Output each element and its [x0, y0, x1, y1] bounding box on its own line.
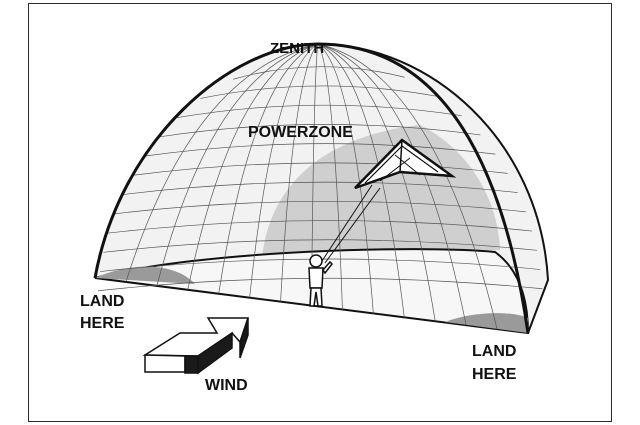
latitude-line — [233, 66, 405, 80]
wind-arrow-icon — [142, 317, 250, 375]
kite-icon — [354, 138, 457, 190]
powerzone-label: POWERZONE — [248, 124, 353, 141]
longitude-line — [317, 43, 374, 314]
latitude-line — [158, 124, 481, 138]
landing-zone-right — [445, 313, 528, 333]
latitude-line — [177, 104, 462, 119]
longitude-line — [156, 43, 319, 286]
landing-zone-left — [95, 266, 195, 284]
latitude-line — [144, 143, 496, 157]
longitude-line — [317, 43, 436, 322]
kite-flyer-figure — [308, 254, 333, 307]
latitude-line — [114, 200, 526, 215]
kite-line-1 — [321, 184, 373, 262]
longitude-line — [317, 43, 405, 318]
latitude-line — [103, 239, 537, 253]
longitude-line — [317, 43, 498, 330]
longitude-line — [317, 43, 343, 310]
latitude-line — [108, 220, 533, 234]
zenith-label: ZENITH — [270, 40, 324, 57]
longitude-line — [280, 43, 319, 302]
land-here-right-line1: LAND — [472, 343, 516, 360]
powerzone-shade — [262, 125, 500, 258]
dome-back-edge — [317, 43, 550, 334]
longitude-line — [311, 43, 319, 306]
land-here-left-line2: HERE — [80, 315, 125, 332]
longitude-line — [125, 43, 319, 283]
longitude-line — [317, 43, 467, 326]
dome-grid-lines — [98, 43, 543, 330]
longitude-line — [187, 43, 319, 290]
land-here-right-line2: HERE — [472, 366, 517, 383]
longitude-line — [249, 43, 319, 298]
land-here-left-line1: LAND — [80, 293, 124, 310]
latitude-line — [200, 85, 438, 99]
longitude-line — [218, 43, 319, 294]
latitude-line — [122, 181, 518, 195]
latitude-line — [132, 162, 508, 176]
kite-line-2 — [324, 187, 381, 264]
wind-label: WIND — [205, 377, 248, 394]
